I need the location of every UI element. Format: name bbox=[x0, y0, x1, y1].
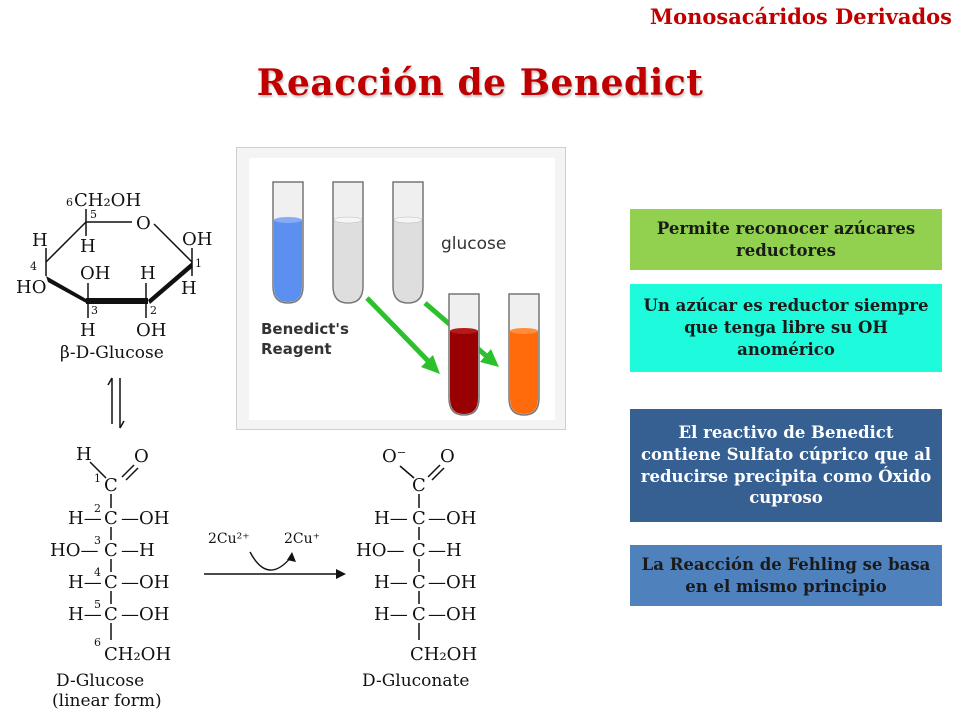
svg-text:—H: —H bbox=[428, 540, 462, 561]
tube-result-red bbox=[448, 293, 480, 416]
reagent-label-line2: Reagent bbox=[261, 340, 332, 358]
tube-glucose-2 bbox=[392, 181, 424, 304]
svg-text:HO—: HO— bbox=[50, 540, 98, 561]
svg-text:2: 2 bbox=[94, 502, 101, 515]
arrow-icon bbox=[365, 296, 440, 374]
svg-text:H: H bbox=[140, 263, 156, 284]
svg-text:C: C bbox=[412, 572, 426, 593]
tube-glucose-1 bbox=[332, 181, 364, 304]
gluconate-structure: O⁻ O C H— C —OH HO— C —H H— C —OH H— C —… bbox=[356, 446, 477, 691]
beta-glucose-haworth: 6 CH₂OH 5 O H H OH 4 1 HO H OH H 3 2 H O… bbox=[16, 190, 212, 363]
info-box-benedict-reagent: El reactivo de Benedict contiene Sulfato… bbox=[630, 409, 942, 522]
svg-text:H—: H— bbox=[374, 508, 408, 529]
svg-text:C: C bbox=[104, 540, 118, 561]
test-tubes-diagram: glucose Benedict's Reagent bbox=[249, 158, 555, 420]
svg-text:HO: HO bbox=[16, 277, 46, 298]
benedict-test-illustration: glucose Benedict's Reagent bbox=[236, 147, 566, 430]
svg-text:D-Gluconate: D-Gluconate bbox=[362, 671, 469, 691]
info-box-fehling: La Reacción de Fehling se basa en el mis… bbox=[630, 545, 942, 606]
svg-text:CH₂OH: CH₂OH bbox=[74, 190, 141, 211]
svg-text:O: O bbox=[136, 213, 151, 234]
glucose-label: glucose bbox=[441, 234, 506, 254]
svg-text:3: 3 bbox=[94, 534, 101, 547]
svg-text:2: 2 bbox=[150, 304, 157, 317]
svg-text:O: O bbox=[134, 446, 149, 467]
svg-text:C: C bbox=[104, 475, 118, 496]
info-box-reducing-sugars: Permite reconocer azúcares reductores bbox=[630, 209, 942, 270]
svg-text:H—: H— bbox=[68, 508, 102, 529]
glucose-linear-form: H O 1 C 2 H— C —OH 3 HO— C —H 4 H— C —OH… bbox=[50, 444, 171, 711]
svg-text:—H: —H bbox=[121, 540, 155, 561]
svg-text:C: C bbox=[412, 508, 426, 529]
svg-text:H: H bbox=[80, 236, 96, 257]
tube-benedict-reagent bbox=[272, 181, 304, 304]
svg-text:H: H bbox=[181, 278, 197, 299]
svg-text:C: C bbox=[104, 508, 118, 529]
svg-text:—OH: —OH bbox=[121, 604, 169, 625]
svg-text:(linear form): (linear form) bbox=[52, 691, 162, 711]
svg-text:H—: H— bbox=[68, 572, 102, 593]
tube-result-orange bbox=[508, 293, 540, 416]
svg-text:6: 6 bbox=[66, 196, 73, 209]
svg-text:CH₂OH: CH₂OH bbox=[410, 644, 477, 665]
svg-text:CH₂OH: CH₂OH bbox=[104, 644, 171, 665]
svg-text:OH: OH bbox=[136, 320, 166, 341]
page-title: Reacción de Benedict bbox=[256, 62, 704, 104]
svg-text:H: H bbox=[76, 444, 92, 465]
svg-text:OH: OH bbox=[80, 263, 110, 284]
svg-text:4: 4 bbox=[94, 566, 101, 579]
svg-text:C: C bbox=[412, 475, 426, 496]
svg-text:O: O bbox=[440, 446, 455, 467]
svg-text:H—: H— bbox=[68, 604, 102, 625]
svg-text:—OH: —OH bbox=[121, 572, 169, 593]
info-box-anomeric-oh: Un azúcar es reductor siempre que tenga … bbox=[630, 284, 942, 372]
svg-text:4: 4 bbox=[30, 260, 37, 273]
svg-text:H—: H— bbox=[374, 604, 408, 625]
svg-text:H: H bbox=[80, 320, 96, 341]
svg-text:H: H bbox=[32, 230, 48, 251]
svg-text:2Cu⁺: 2Cu⁺ bbox=[284, 531, 320, 547]
svg-text:C: C bbox=[104, 604, 118, 625]
svg-text:C: C bbox=[412, 540, 426, 561]
svg-text:2Cu²⁺: 2Cu²⁺ bbox=[208, 531, 250, 547]
svg-text:1: 1 bbox=[94, 472, 101, 485]
svg-text:C: C bbox=[104, 572, 118, 593]
svg-text:—OH: —OH bbox=[428, 604, 476, 625]
svg-text:6: 6 bbox=[94, 636, 101, 649]
svg-text:3: 3 bbox=[91, 304, 98, 317]
svg-text:C: C bbox=[412, 604, 426, 625]
reagent-label-line1: Benedict's bbox=[261, 320, 349, 338]
svg-text:HO—: HO— bbox=[356, 540, 404, 561]
svg-text:H—: H— bbox=[374, 572, 408, 593]
svg-text:D-Glucose: D-Glucose bbox=[56, 671, 144, 691]
svg-text:5: 5 bbox=[90, 208, 97, 221]
svg-text:OH: OH bbox=[182, 229, 212, 250]
svg-text:O⁻: O⁻ bbox=[382, 446, 406, 467]
section-category: Monosacáridos Derivados bbox=[649, 4, 952, 29]
equilibrium-arrows-icon bbox=[107, 377, 125, 429]
reaction-arrow-icon: 2Cu²⁺ 2Cu⁺ bbox=[204, 531, 346, 579]
svg-text:—OH: —OH bbox=[428, 508, 476, 529]
svg-text:—OH: —OH bbox=[121, 508, 169, 529]
svg-text:1: 1 bbox=[195, 257, 202, 270]
svg-text:β-D-Glucose: β-D-Glucose bbox=[60, 343, 164, 363]
svg-text:—OH: —OH bbox=[428, 572, 476, 593]
svg-text:5: 5 bbox=[94, 598, 101, 611]
